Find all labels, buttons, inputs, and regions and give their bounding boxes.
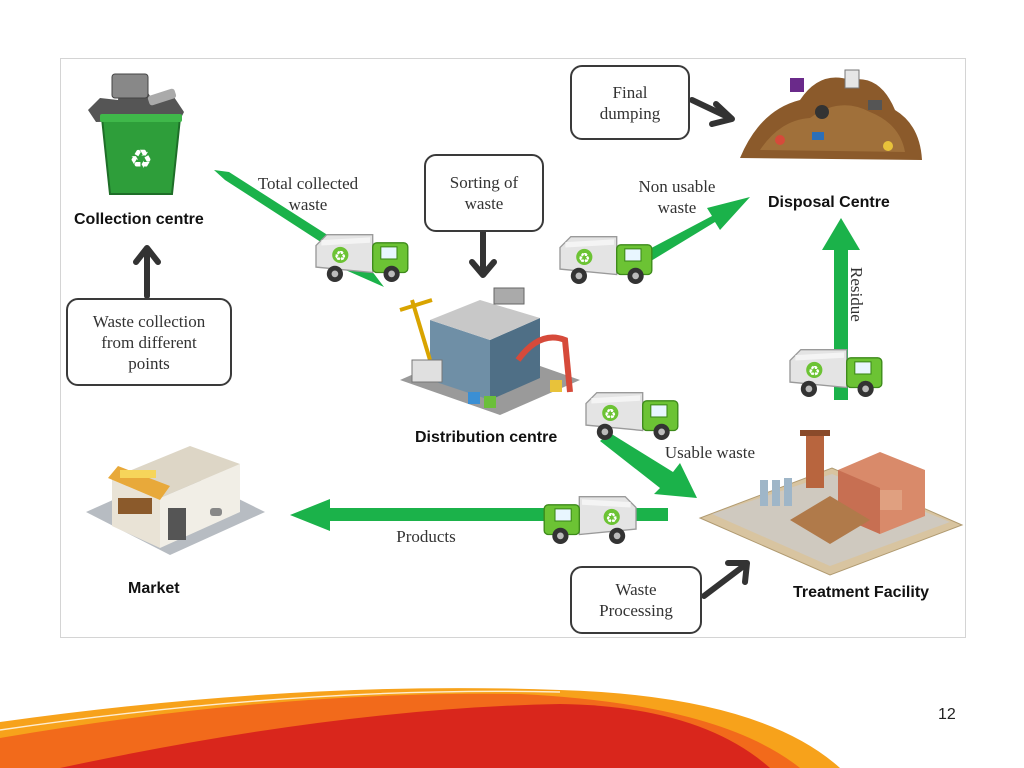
box-final-dumping: Final dumping — [570, 65, 690, 140]
box-line: dumping — [599, 103, 661, 123]
node-market: Market — [128, 580, 180, 597]
node-collection-centre: Collection centre — [74, 211, 204, 228]
footer-swoosh — [0, 688, 840, 768]
box-line: waste — [464, 194, 504, 213]
shop-icon — [86, 446, 265, 555]
box-line: Processing — [599, 601, 673, 620]
label-products: Products — [396, 527, 456, 546]
box-line: Waste collection — [92, 311, 206, 331]
box-sorting-of-waste: Sorting of waste — [424, 154, 544, 232]
label-non-usable-waste: Non usable waste — [618, 176, 736, 218]
box-line: points — [128, 353, 170, 373]
label-usable-waste: Usable waste — [664, 443, 756, 462]
arrow-total-collected — [214, 170, 384, 287]
label-total-collected-waste: Total collected waste — [240, 173, 376, 215]
label-line: waste — [657, 198, 697, 217]
arrow-residue — [822, 218, 860, 400]
label-line: waste — [288, 195, 328, 214]
node-treatment-facility: Treatment Facility — [793, 584, 930, 601]
garbage-truck-icon — [559, 236, 653, 285]
building-icon — [399, 287, 580, 415]
label-line: Non usable — [638, 177, 716, 196]
factory-icon — [698, 430, 964, 576]
node-distribution-centre: Distribution centre — [415, 429, 558, 446]
box-waste-collection: Waste collection from different points — [66, 298, 232, 386]
arrow-products — [290, 499, 668, 531]
arrow-usable — [600, 433, 697, 498]
box-line: Sorting of — [449, 173, 519, 192]
garbage-pile-icon — [740, 69, 922, 160]
label-residue: Residue — [847, 267, 866, 322]
page-number: 12 — [938, 706, 956, 723]
garbage-truck-icon — [585, 392, 679, 441]
label-line: Total collected — [257, 174, 359, 193]
recycle-bin-icon: ♻ — [88, 73, 184, 195]
arrow-waste-processing — [701, 562, 748, 599]
node-disposal-centre: Disposal Centre — [768, 194, 890, 211]
arrow-non-usable — [640, 197, 750, 264]
box-line: from different — [101, 332, 197, 352]
box-line: Final — [612, 82, 648, 102]
box-waste-processing: Waste Processing — [570, 566, 702, 634]
waste-flow-diagram: ♻ ♻ — [86, 69, 964, 599]
box-line: Waste — [615, 580, 657, 599]
garbage-truck-icon — [543, 496, 637, 545]
svg-text:♻: ♻ — [129, 145, 152, 175]
